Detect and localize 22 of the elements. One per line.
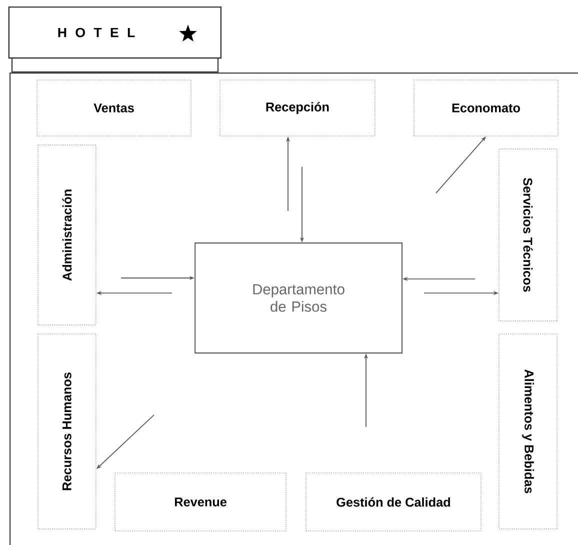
department-box [38, 144, 96, 326]
department-box [114, 472, 286, 532]
node-label: Departamento de Pisos [253, 284, 344, 312]
node-label: Economato [452, 104, 520, 112]
node-label: Recepción [266, 102, 329, 114]
department-box [414, 80, 558, 136]
node-label: Administración [62, 190, 72, 281]
central-department-box [194, 242, 402, 354]
department-box [498, 334, 558, 530]
department-box [220, 80, 376, 136]
node-label: Gestión de Calidad [336, 497, 450, 507]
department-box [306, 472, 482, 532]
hotel-sign [8, 6, 222, 59]
node-label: Ventas [94, 104, 134, 112]
department-box [36, 80, 192, 136]
node-label: Servicios Técnicos [523, 178, 533, 292]
node-label: Revenue [174, 498, 226, 506]
department-box [38, 334, 96, 530]
node-label: Alimentos y Bebidas [522, 369, 534, 494]
node-label: H O T E L [58, 28, 135, 38]
department-box [498, 148, 558, 322]
node-label: Recursos Humanos [62, 372, 72, 490]
